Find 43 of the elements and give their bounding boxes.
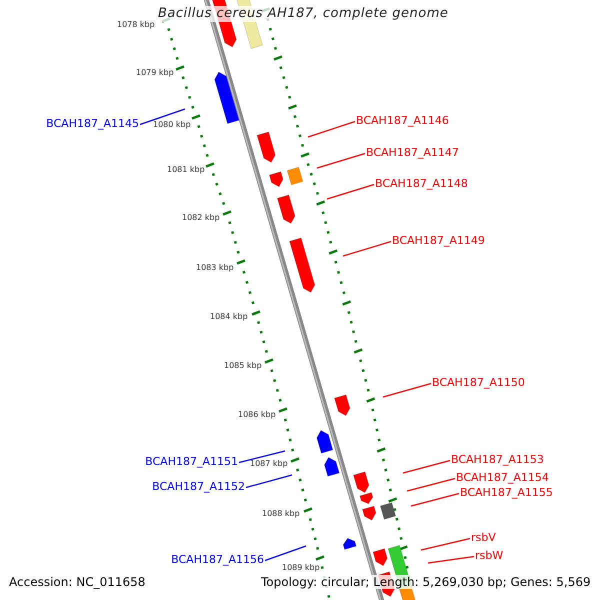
- leader-line: [264, 545, 306, 562]
- scale-label: 1084 kbp: [210, 312, 248, 322]
- leader-line: [402, 460, 450, 474]
- scale-label: 1082 kbp: [182, 213, 220, 223]
- leader-line: [316, 152, 366, 169]
- leader-line: [326, 184, 374, 200]
- scale-label: 1089 kbp: [282, 563, 320, 573]
- gene-label: rsbV: [471, 531, 496, 544]
- scale-label: 1088 kbp: [262, 509, 300, 519]
- leader-line: [420, 538, 470, 551]
- gene-label: BCAH187_A1151: [145, 455, 238, 468]
- gene-label: BCAH187_A1150: [432, 376, 525, 389]
- leader-line: [140, 108, 186, 126]
- leader-line: [382, 382, 432, 398]
- leader-line: [410, 492, 460, 507]
- scale-label: 1081 kbp: [167, 165, 205, 175]
- gene-label: BCAH187_A1148: [375, 177, 468, 190]
- gene-label: BCAH187_A1146: [356, 114, 449, 127]
- scale-label: 1085 kbp: [224, 361, 262, 371]
- leader-line: [246, 474, 292, 488]
- gene-label: BCAH187_A1147: [366, 146, 459, 159]
- accession-text: Accession: NC_011658: [9, 575, 146, 589]
- gene-label: BCAH187_A1155: [460, 486, 553, 499]
- title: Bacillus cereus AH187, complete genome: [158, 6, 448, 22]
- genome-info-text: Topology: circular; Length: 5,269,030 bp; Genes: 5,569: [261, 575, 591, 589]
- gene-label: BCAH187_A1154: [456, 471, 549, 484]
- gene-label: BCAH187_A1149: [392, 234, 485, 247]
- gene-label: BCAH187_A1156: [171, 553, 264, 566]
- scale-label: 1083 kbp: [196, 263, 234, 273]
- scale-label: 1078 kbp: [117, 20, 155, 30]
- leader-line: [308, 120, 356, 138]
- gene-label: BCAH187_A1145: [46, 117, 139, 130]
- leader-line: [406, 478, 456, 492]
- scale-label: 1087 kbp: [250, 459, 288, 469]
- scale-label: 1086 kbp: [238, 410, 276, 420]
- gene-label: BCAH187_A1153: [451, 453, 544, 466]
- leader-line: [342, 240, 392, 257]
- scale-label: 1079 kbp: [136, 68, 174, 78]
- leader-line: [238, 450, 286, 464]
- scale-label: 1080 kbp: [153, 120, 191, 130]
- leader-line: [428, 556, 474, 564]
- gene-label: rsbW: [475, 549, 504, 562]
- gene-label: BCAH187_A1152: [152, 480, 245, 493]
